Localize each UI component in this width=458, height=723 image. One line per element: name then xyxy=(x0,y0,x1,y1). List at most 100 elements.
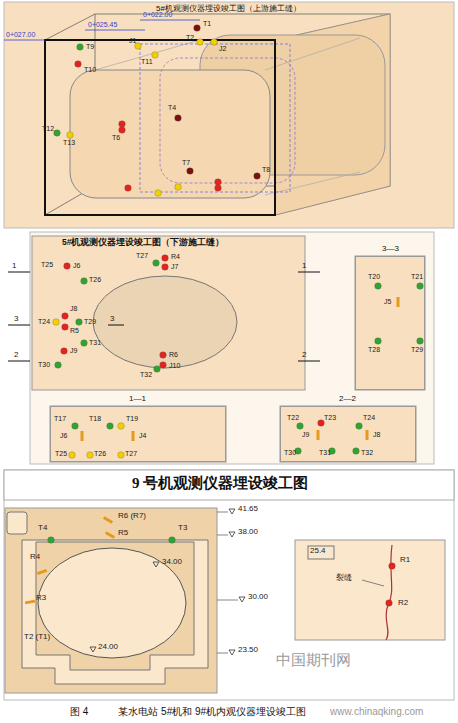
panel-downstream xyxy=(8,232,434,464)
strain-gauge xyxy=(103,516,113,524)
sensor-dot xyxy=(76,319,83,326)
instrument-label: 0+027.00 xyxy=(6,31,35,39)
instrument-label: T18 xyxy=(89,415,101,423)
gauge-marks xyxy=(25,297,400,604)
instrument-label: J1 xyxy=(129,37,136,45)
instrument-label: T8 xyxy=(262,166,270,174)
panel-unit-9-part xyxy=(5,508,217,693)
panel-title: 9 号机观测仪器埋设竣工图 xyxy=(130,475,310,492)
sensor-dot xyxy=(67,132,74,139)
panel-title: 5#机观测仪器埋设竣工图（上游施工缝） xyxy=(154,4,303,13)
elevation-label: 34.00 xyxy=(162,558,182,567)
panel-unit-9-part xyxy=(362,580,384,586)
panel-upstream-part xyxy=(4,20,200,40)
drawing-panel: 5#机观测仪器埋设竣工图（上游施工缝） xyxy=(4,2,454,228)
drawing-panel: 9 号机观测仪器埋设竣工图 xyxy=(4,470,454,700)
sensor-dot xyxy=(211,39,218,46)
section-heading: 2—2 xyxy=(337,394,358,403)
elevation-label: 23.50 xyxy=(238,646,258,655)
panel-upstream-part xyxy=(140,44,290,192)
watermark: 中国期刊网 xyxy=(276,652,351,669)
sensor-dot xyxy=(61,348,68,355)
instrument-label: T11 xyxy=(141,58,153,66)
panel-upstream xyxy=(4,2,454,228)
sensor-dot xyxy=(297,423,304,430)
instrument-label: J8 xyxy=(70,305,77,313)
instrument-label: T2 xyxy=(186,34,194,42)
instrument-label: T22 xyxy=(287,414,299,422)
section-heading: 3—3 xyxy=(380,244,401,253)
instrument-label: J9 xyxy=(302,431,309,439)
sensor-dot xyxy=(107,423,114,430)
strain-gauge xyxy=(81,431,84,441)
panel-title: 5#机观测仪器埋设竣工图（下游施工缝） xyxy=(60,238,226,248)
panel-upstream-part xyxy=(45,14,390,215)
sensor-dot xyxy=(62,324,69,331)
instrument-label: T17 xyxy=(54,415,66,423)
panel-downstream-part xyxy=(30,232,434,464)
instrument-label: T32 xyxy=(361,449,373,457)
instrument-label: R5 xyxy=(70,327,79,335)
instrument-label: T31 xyxy=(319,449,331,457)
panel-downstream-part xyxy=(50,406,226,462)
instrument-label: J5 xyxy=(384,298,391,306)
sensor-dot xyxy=(215,185,222,192)
instrument-label: T9 xyxy=(86,43,94,51)
sensor-dot xyxy=(154,366,161,373)
strain-gauge xyxy=(25,600,35,605)
panel-unit-9-part xyxy=(4,470,454,500)
instrument-label: R5 xyxy=(118,529,128,538)
instrument-label: 1 xyxy=(302,262,306,271)
instrument-label: R4 xyxy=(171,253,180,261)
sensor-dot xyxy=(53,319,60,326)
instrument-label: T4 xyxy=(38,524,47,533)
panel-unit-9-part xyxy=(22,540,208,684)
instrument-label: T30 xyxy=(284,449,296,457)
sensor-dot xyxy=(356,423,363,430)
sensor-dot xyxy=(175,115,182,122)
instrument-label: T27 xyxy=(136,252,148,260)
sensor-dot xyxy=(175,184,182,191)
instrument-label: T6 xyxy=(112,134,120,142)
instrument-label: 3 xyxy=(110,315,114,324)
instrument-label: R2 xyxy=(398,599,408,608)
instrument-label: J8 xyxy=(373,431,380,439)
instrument-label: 3 xyxy=(14,315,18,324)
instrument-label: T27 xyxy=(125,450,137,458)
sensor-dot xyxy=(375,338,382,345)
panel-downstream-part xyxy=(355,256,425,390)
sensor-dot xyxy=(81,340,88,347)
instrument-label: T10 xyxy=(84,66,96,74)
strain-gauge xyxy=(132,431,135,441)
elevation-label: 41.65 xyxy=(238,505,258,514)
instrument-label: J9 xyxy=(70,347,77,355)
sensor-dot xyxy=(48,537,55,544)
instrument-label: T29 xyxy=(84,318,96,326)
instrument-label: T26 xyxy=(89,276,101,284)
instrument-label: T3 xyxy=(178,524,187,533)
instrument-label: 裂缝 xyxy=(336,574,352,583)
instrument-label: 1 xyxy=(12,262,16,271)
sensor-dot xyxy=(125,185,132,192)
panel-unit-9-part xyxy=(36,542,194,670)
watermark: www.chinaqking.com xyxy=(330,706,423,717)
instrument-label: T20 xyxy=(368,273,380,281)
sensor-dot xyxy=(55,362,62,369)
sensor-dot xyxy=(389,563,396,570)
instrument-label: J2 xyxy=(219,45,226,53)
instrument-label: 0+022.00 xyxy=(143,11,172,19)
sensor-dot xyxy=(62,313,69,320)
instrument-label: T4 xyxy=(168,104,176,112)
instrument-label: J6 xyxy=(73,262,80,270)
sensor-dot xyxy=(160,352,167,359)
instrument-label: T28 xyxy=(368,346,380,354)
sensor-dot xyxy=(187,168,194,175)
sensor-dot xyxy=(77,44,84,51)
strain-gauge xyxy=(105,531,115,539)
sensor-dot xyxy=(119,121,126,128)
sensor-dot xyxy=(160,362,167,369)
sensor-dot xyxy=(318,420,325,427)
panel-unit-9-part xyxy=(295,540,445,640)
